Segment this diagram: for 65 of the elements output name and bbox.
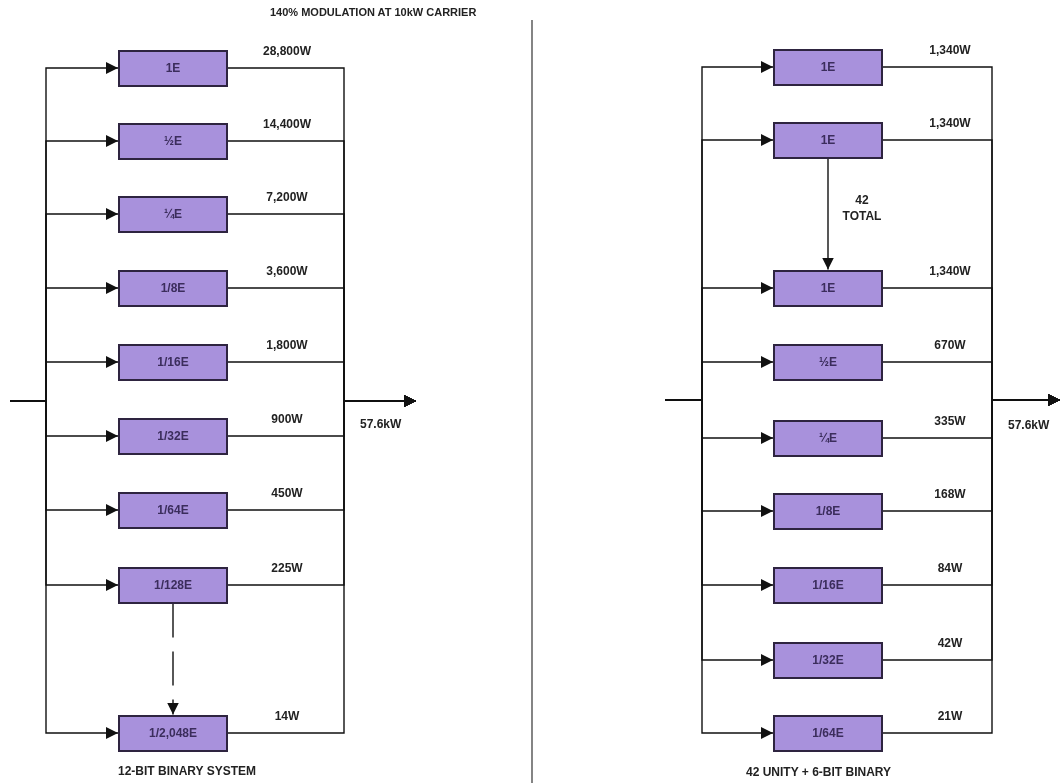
diagram-title: 140% MODULATION AT 10kW CARRIER (270, 6, 477, 18)
box-label: ¼E (819, 431, 837, 445)
box-label: 1E (820, 60, 836, 74)
box-label: ½E (819, 355, 837, 369)
edge-label: 450W (270, 486, 304, 500)
process-box (118, 122, 228, 160)
output-label: 57.6kW (358, 417, 404, 431)
box-label: ½E (164, 134, 182, 148)
process-box (118, 566, 228, 604)
edge-label: 42W (936, 636, 964, 650)
box-label: 1E (820, 281, 836, 295)
box-label: 1E (165, 61, 181, 75)
box-label: 1/32E (157, 429, 189, 443)
edge-label: 14W (273, 709, 301, 723)
process-box (773, 641, 883, 679)
arrow (227, 395, 417, 734)
process-box (118, 491, 228, 529)
edge-label: 3,600W (265, 264, 309, 278)
box-label: 1/64E (157, 503, 189, 517)
arrow (882, 394, 1061, 734)
process-box (773, 343, 883, 381)
edge-label: 670W (933, 338, 967, 352)
edge-label: 21W (936, 709, 964, 723)
box-label: 1/8E (160, 281, 186, 295)
process-box (773, 419, 883, 457)
process-box (118, 195, 228, 233)
edge-label: 225W (270, 561, 304, 575)
arrow (167, 602, 179, 716)
edge-label: 168W (933, 487, 967, 501)
box-label: ¼E (164, 207, 182, 221)
edge-label: 1,800W (265, 338, 309, 352)
box-label: 1/16E (157, 355, 189, 369)
edge-label: 1,340W (928, 116, 972, 130)
arrow (9, 400, 119, 739)
arrow (822, 157, 834, 271)
process-box (773, 714, 883, 752)
process-box (773, 48, 883, 86)
process-box (773, 566, 883, 604)
process-box (118, 269, 228, 307)
box-label: 1/128E (153, 578, 192, 592)
box-label: 1/64E (812, 726, 844, 740)
box-label: 1/16E (812, 578, 844, 592)
box-label: 1/32E (812, 653, 844, 667)
box-label: 1/2,048E (148, 726, 197, 740)
output-label: 57.6kW (1006, 418, 1052, 432)
box-label: 1/8E (815, 504, 841, 518)
caption: 12-BIT BINARY SYSTEM (116, 764, 259, 778)
process-box (118, 49, 228, 87)
edge-label: 84W (936, 561, 964, 575)
edge-label: 28,800W (262, 44, 312, 58)
process-box (773, 121, 883, 159)
edge-label: 7,200W (265, 190, 309, 204)
process-box (773, 269, 883, 307)
process-box (773, 492, 883, 530)
edge-label: 900W (270, 412, 304, 426)
box-label: 1E (820, 133, 836, 147)
arrow (664, 399, 774, 739)
process-box (118, 417, 228, 455)
edge-label: 1,340W (928, 43, 972, 57)
process-box (118, 343, 228, 381)
caption: 42 UNITY + 6-BIT BINARY (744, 765, 894, 779)
edge-label: 14,400W (262, 117, 312, 131)
edge-label: 1,340W (928, 264, 972, 278)
process-box (118, 714, 228, 752)
edge-label: 335W (933, 414, 967, 428)
